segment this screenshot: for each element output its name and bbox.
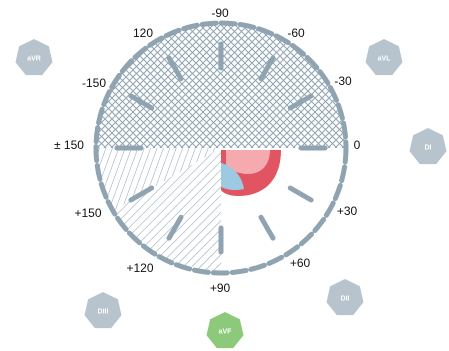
radial-tick <box>258 55 276 82</box>
lead-di: DI <box>409 128 447 165</box>
lead-diii: DIII <box>84 292 122 329</box>
heart-blue-chamber <box>221 163 244 191</box>
lead-avl-label: aVL <box>378 56 392 63</box>
lead-diii-label: DIII <box>98 309 109 316</box>
lead-dii: DII <box>326 279 364 316</box>
radial-ticks <box>114 41 328 255</box>
axis-ring <box>93 20 349 276</box>
lead-avf-label: aVF <box>219 329 233 336</box>
degree-label-m150: -150 <box>82 76 106 90</box>
radial-tick <box>166 214 184 241</box>
degree-label-p120: +120 <box>126 261 153 275</box>
lead-di-heptagon <box>409 128 447 165</box>
lead-dii-heptagon <box>326 279 364 316</box>
lead-avr-label: aVR <box>27 56 41 63</box>
radial-tick <box>166 55 184 82</box>
lead-diii-heptagon <box>84 292 122 329</box>
radial-tick <box>258 214 276 241</box>
degree-label-pm150: ± 150 <box>54 138 84 152</box>
lead-avr-heptagon <box>15 39 53 76</box>
degree-label-p90: +90 <box>210 281 231 295</box>
lead-dii-label: DII <box>341 296 350 303</box>
degree-label-m90: -90 <box>211 6 229 20</box>
lead-avf-heptagon <box>206 312 244 349</box>
heart-inner-pink <box>226 150 270 174</box>
degree-label-p30: +30 <box>337 204 358 218</box>
degree-label-m60: -60 <box>287 26 305 40</box>
radial-tick <box>287 185 314 203</box>
lead-nodes: aVR aVL DI DII DIII aVF <box>15 39 447 349</box>
shallow-hatch-sector <box>95 148 221 211</box>
degree-label-m30: -30 <box>334 74 352 88</box>
degree-label-120: 120 <box>133 26 153 40</box>
radial-tick <box>287 93 314 111</box>
degree-label-0: 0 <box>354 138 361 152</box>
lead-avr: aVR <box>15 39 53 76</box>
degree-label-p150: +150 <box>74 206 101 220</box>
crosshatch-upper-half <box>96 23 346 148</box>
degree-label-p60: +60 <box>290 256 311 270</box>
lead-avl-heptagon <box>365 39 403 76</box>
lead-avl: aVL <box>365 39 403 76</box>
degree-labels: -90 -60 120 -30 -150 0 ± 150 +30 +150 +6… <box>54 6 361 295</box>
radial-tick <box>128 185 155 203</box>
radial-tick <box>128 93 155 111</box>
lead-avf: aVF <box>206 312 244 349</box>
heart-icon <box>221 150 281 196</box>
lead-di-label: DI <box>425 145 432 152</box>
